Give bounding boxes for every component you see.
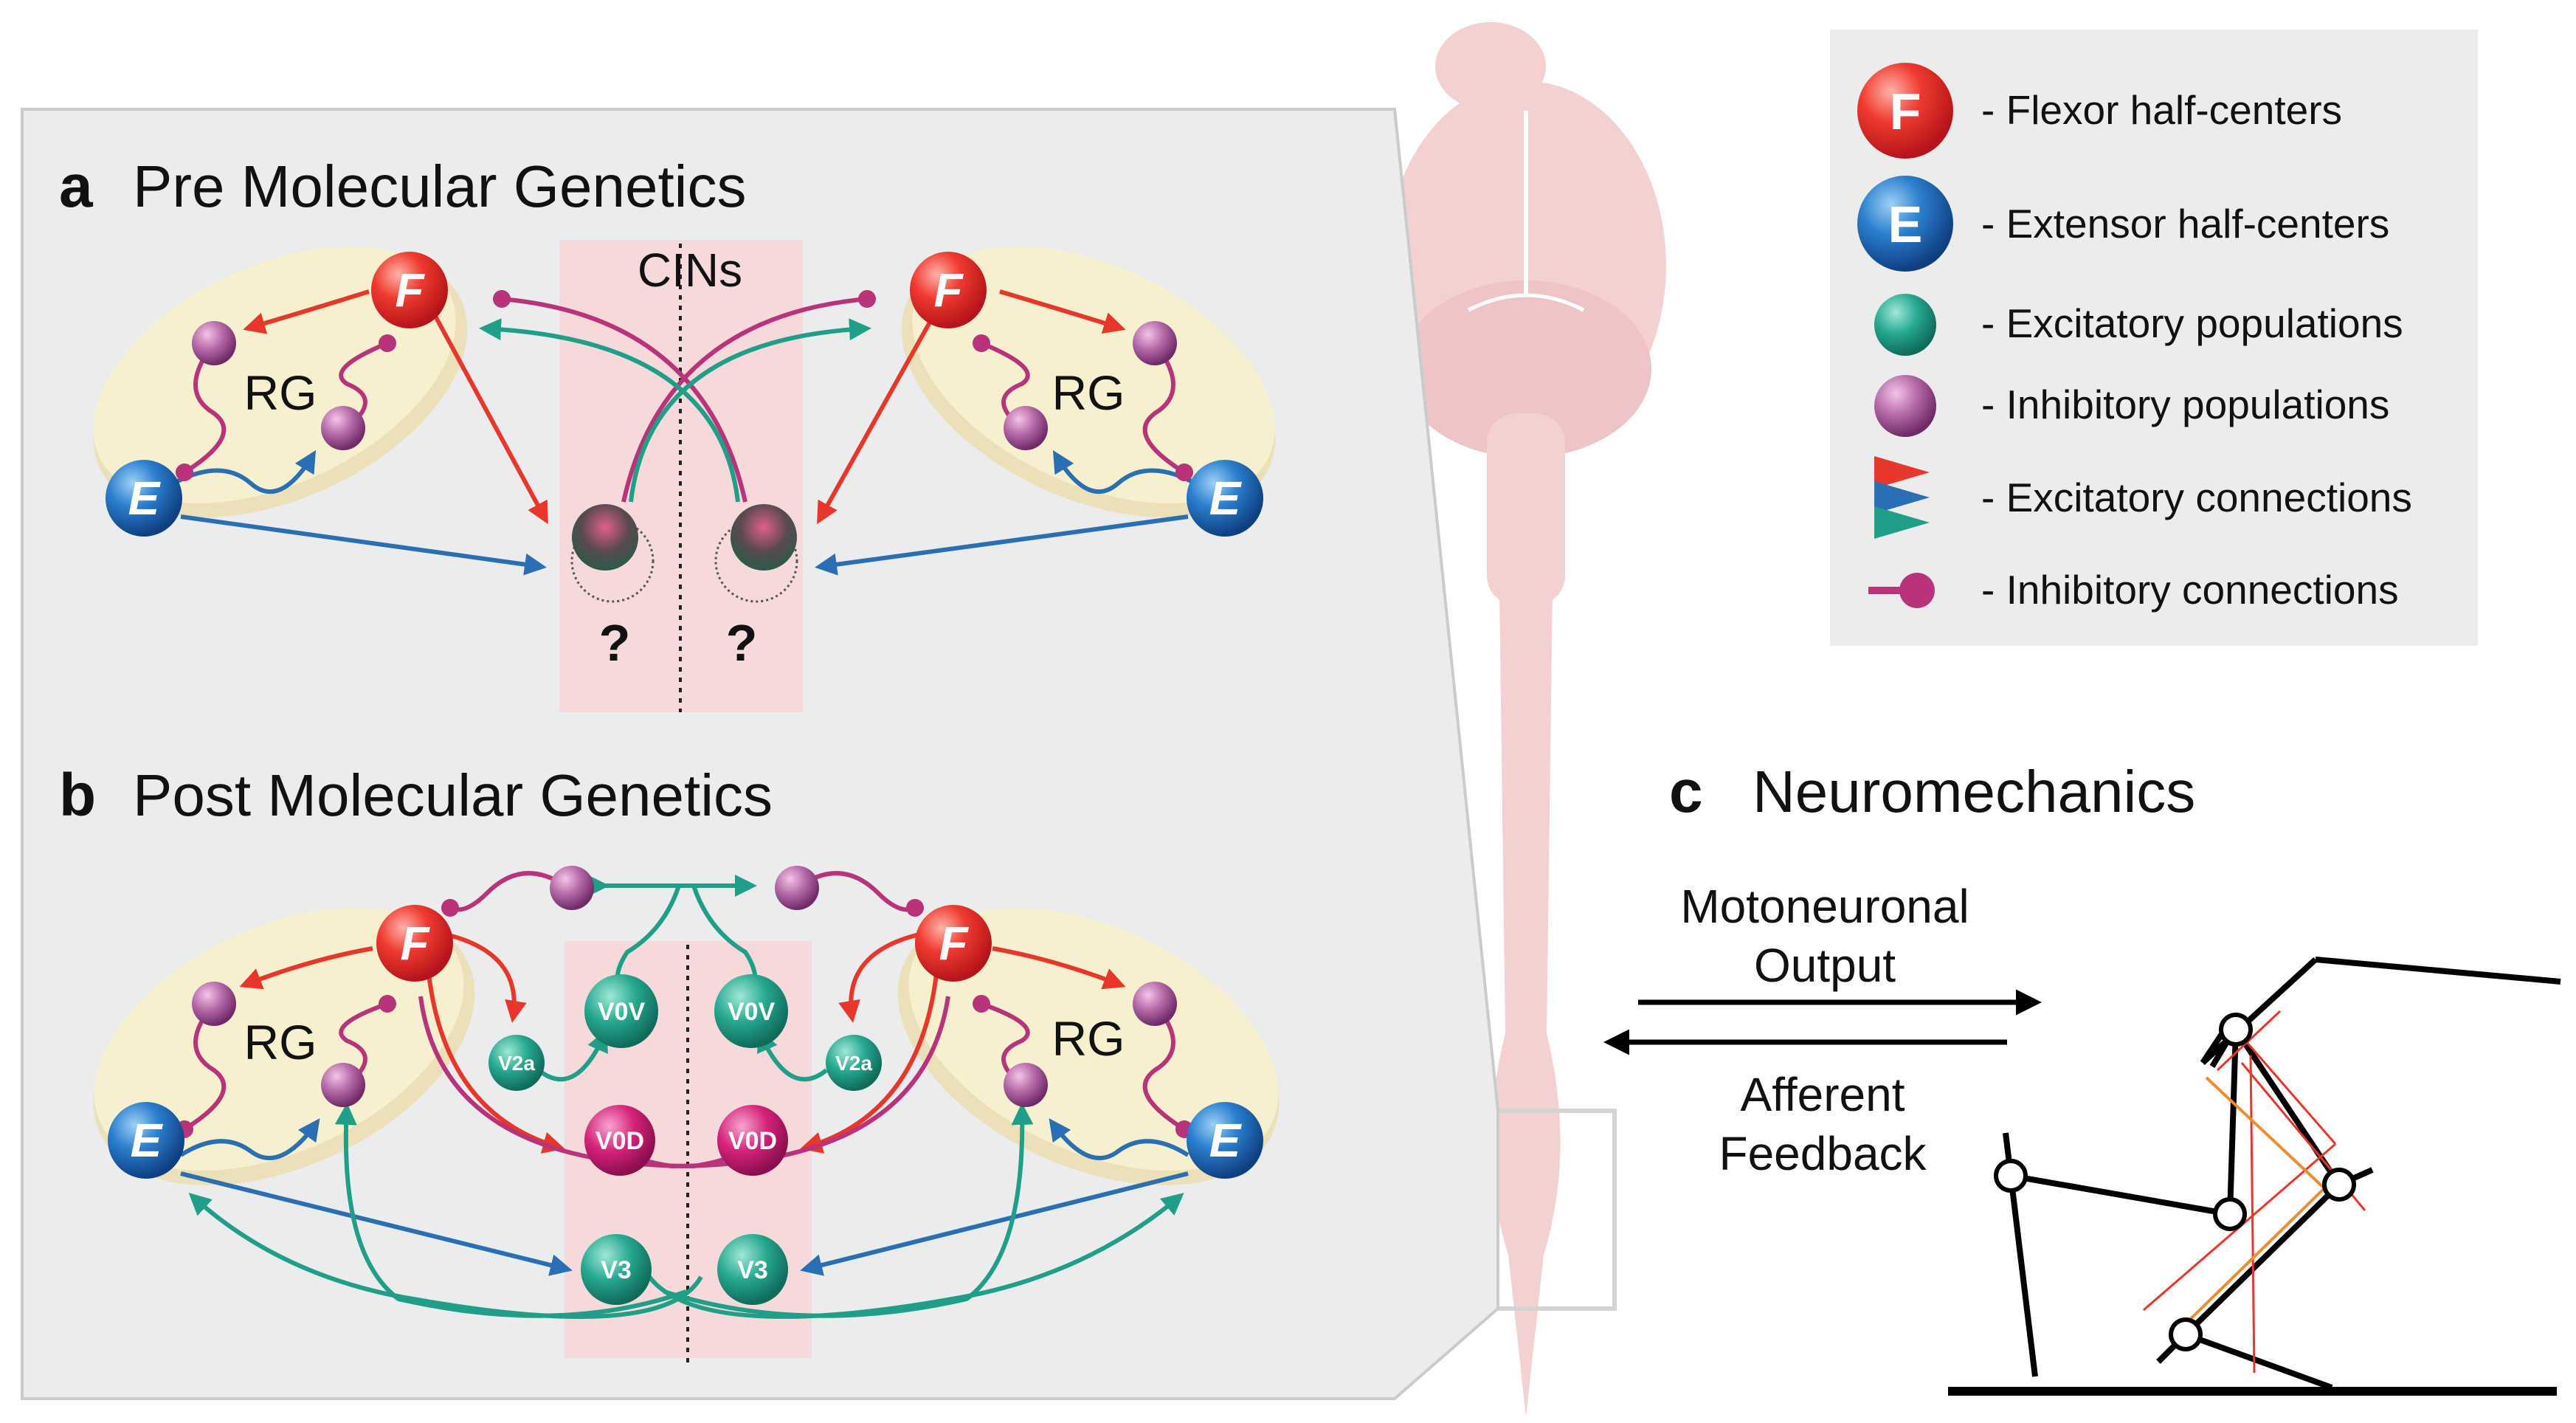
- v0v-node-right: V0V: [714, 974, 788, 1048]
- svg-text:E: E: [1209, 1114, 1243, 1167]
- brain-spinal-cord-silhouette: [1386, 22, 1666, 1417]
- svg-text:- Extensor half-centers: - Extensor half-centers: [1981, 201, 2389, 247]
- v0d-node-right: V0D: [717, 1105, 788, 1176]
- rg-left-label: RG: [244, 365, 317, 420]
- svg-text:F: F: [395, 263, 425, 317]
- svg-text:F: F: [933, 263, 964, 317]
- rg-left-ellipse: [93, 247, 456, 503]
- svg-text:V0V: V0V: [598, 998, 646, 1026]
- svg-text:- Inhibitory connections: - Inhibitory connections: [1981, 567, 2399, 613]
- extensor-node-b-left: E: [108, 1102, 184, 1179]
- panel-c-letter: c: [1669, 758, 1703, 825]
- rg-left-ellipse-b: [94, 907, 464, 1171]
- legend: F - Flexor half-centers E - Extensor hal…: [1830, 30, 2478, 646]
- flexor-node-b-left: F: [376, 905, 453, 982]
- svg-text:V2a: V2a: [498, 1052, 535, 1075]
- panel-a: a Pre Molecular Genetics CINs RG RG: [59, 153, 1276, 712]
- v0v-node-left: V0V: [584, 974, 658, 1048]
- legend-item-extensor: E - Extensor half-centers: [1857, 176, 2389, 272]
- svg-text:F: F: [400, 917, 430, 970]
- svg-text:F: F: [1890, 83, 1921, 140]
- rg-right-ellipse-b: [908, 907, 1279, 1171]
- cins-region: [559, 240, 803, 712]
- svg-text:- Excitatory connections: - Excitatory connections: [1981, 475, 2412, 520]
- extensor-node-b-right: E: [1187, 1102, 1263, 1179]
- svg-text:E: E: [1888, 196, 1923, 253]
- afferent-label: Afferent: [1741, 1068, 1905, 1121]
- legend-item-excitatory-populations: - Excitatory populations: [1874, 294, 2403, 356]
- question-right: ?: [726, 614, 758, 672]
- svg-text:V3: V3: [737, 1256, 768, 1284]
- question-left: ?: [599, 614, 631, 672]
- v3-node-left: V3: [581, 1234, 652, 1305]
- svg-text:V3: V3: [601, 1256, 632, 1284]
- panel-a-letter: a: [59, 153, 94, 220]
- flexor-node-a-left: F: [371, 252, 448, 328]
- feedback-label: Feedback: [1719, 1127, 1927, 1180]
- svg-text:V0D: V0D: [595, 1127, 644, 1155]
- svg-text:E: E: [1209, 472, 1243, 525]
- panel-c: c Neuromechanics Motoneuronal Output Aff…: [1603, 758, 2561, 1396]
- rg-right-label-b: RG: [1052, 1011, 1125, 1066]
- panel-c-title: Neuromechanics: [1753, 759, 2195, 824]
- leg-stick-figure: [1948, 957, 2561, 1396]
- motoneuronal-label: Motoneuronal: [1680, 880, 1969, 933]
- svg-text:V0D: V0D: [728, 1127, 777, 1155]
- cin-unknown-left: [572, 504, 638, 571]
- panel-b-letter: b: [59, 762, 96, 829]
- panel-a-title: Pre Molecular Genetics: [133, 154, 746, 219]
- legend-item-flexor: F - Flexor half-centers: [1857, 63, 2342, 159]
- cins-label: CINs: [638, 244, 742, 297]
- svg-text:F: F: [939, 917, 969, 970]
- legend-item-inhibitory-populations: - Inhibitory populations: [1874, 375, 2389, 437]
- flexor-node-a-right: F: [910, 252, 987, 328]
- extensor-node-a-right: E: [1187, 460, 1263, 537]
- v0d-node-left: V0D: [584, 1105, 655, 1176]
- svg-text:V0V: V0V: [728, 998, 776, 1026]
- rg-right-label: RG: [1052, 365, 1125, 420]
- v2a-node-left: V2a: [488, 1035, 545, 1091]
- rg-right-ellipse: [912, 247, 1275, 503]
- v2a-node-right: V2a: [826, 1035, 882, 1091]
- panel-b: b Post Molecular Genetics RG RG: [59, 762, 1280, 1365]
- cin-unknown-right: [731, 504, 797, 571]
- extensor-node-a-left: E: [106, 460, 182, 537]
- svg-text:V2a: V2a: [835, 1052, 872, 1075]
- output-label: Output: [1754, 939, 1896, 992]
- svg-text:- Inhibitory populations: - Inhibitory populations: [1981, 382, 2389, 427]
- svg-text:- Excitatory populations: - Excitatory populations: [1981, 300, 2403, 346]
- svg-text:E: E: [128, 472, 162, 525]
- svg-text:E: E: [131, 1114, 164, 1167]
- flexor-node-b-right: F: [915, 905, 992, 982]
- panel-b-title: Post Molecular Genetics: [133, 762, 773, 828]
- rg-left-label-b: RG: [244, 1015, 317, 1069]
- legend-item-inhibitory-connections: - Inhibitory connections: [1868, 567, 2399, 613]
- legend-item-excitatory-connections: - Excitatory connections: [1874, 456, 2412, 539]
- svg-text:- Flexor half-centers: - Flexor half-centers: [1981, 87, 2342, 133]
- v3-node-right: V3: [717, 1234, 788, 1305]
